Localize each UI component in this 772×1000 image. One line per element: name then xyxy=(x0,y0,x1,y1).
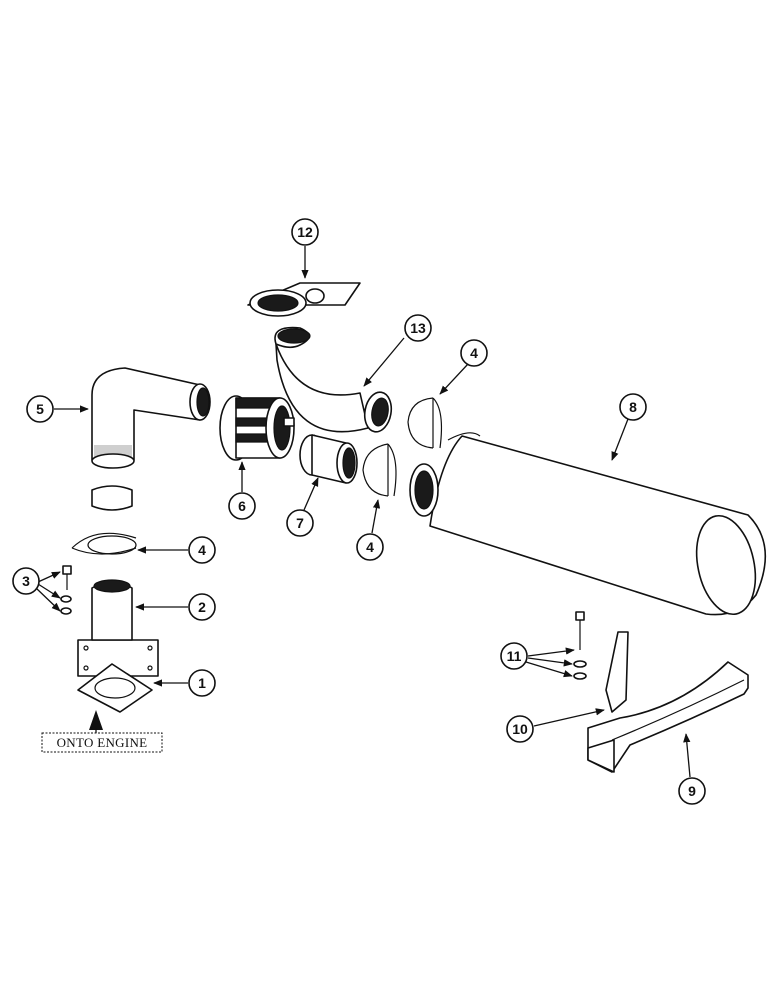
callout-4-upper xyxy=(460,339,488,367)
callout-3 xyxy=(12,567,40,595)
callout-13 xyxy=(404,314,432,342)
muffler-part xyxy=(409,432,767,616)
onto-engine-label-box xyxy=(41,732,163,753)
coupling-sleeve-part xyxy=(91,485,133,511)
flex-bellows-part xyxy=(219,395,295,461)
callout-4-upper-number: 4 xyxy=(470,345,478,361)
onto-engine-arrow-icon xyxy=(89,710,103,730)
flange-pipe-part xyxy=(77,579,159,677)
callout-11 xyxy=(500,642,528,670)
callout-10-number: 10 xyxy=(512,721,528,737)
callout-8-number: 8 xyxy=(629,399,637,415)
onto-engine-label: ONTO ENGINE xyxy=(57,735,148,750)
callout-4-lower xyxy=(188,536,216,564)
callout-9-number: 9 xyxy=(688,783,696,799)
callout-8 xyxy=(619,393,647,421)
bolt-washer-set-part xyxy=(60,565,72,615)
callout-6 xyxy=(228,492,256,520)
gasket-part xyxy=(77,663,153,713)
callout-10 xyxy=(506,715,534,743)
rain-cap-part xyxy=(247,282,361,317)
callout-1 xyxy=(188,669,216,697)
callout-5-number: 5 xyxy=(36,401,44,417)
callout-5 xyxy=(26,395,54,423)
clamp-part-middle xyxy=(362,443,397,497)
clamp-part-lower xyxy=(71,532,137,555)
elbow-pipe-part xyxy=(91,367,211,469)
callout-12-number: 12 xyxy=(297,224,313,240)
clamp-part-upper xyxy=(407,397,443,449)
mounting-strap-part xyxy=(605,631,629,713)
callout-2 xyxy=(188,593,216,621)
callout-7-number: 7 xyxy=(296,515,304,531)
callout-9 xyxy=(678,777,706,805)
callout-7 xyxy=(286,509,314,537)
callout-13-number: 13 xyxy=(410,320,426,336)
adapter-tube-part xyxy=(299,434,358,484)
callout-4-middle xyxy=(356,533,384,561)
callout-4-lower-number: 4 xyxy=(198,542,206,558)
callout-3-number: 3 xyxy=(22,573,30,589)
callout-2-number: 2 xyxy=(198,599,206,615)
support-bracket-part xyxy=(587,661,749,773)
callout-12 xyxy=(291,218,319,246)
callout-1-number: 1 xyxy=(198,675,206,691)
mount-bolt-set-part xyxy=(573,611,587,680)
callout-6-number: 6 xyxy=(238,498,246,514)
callout-4-middle-number: 4 xyxy=(366,539,374,555)
curved-exhaust-pipe-part xyxy=(274,326,393,433)
callout-11-number: 11 xyxy=(507,648,522,664)
